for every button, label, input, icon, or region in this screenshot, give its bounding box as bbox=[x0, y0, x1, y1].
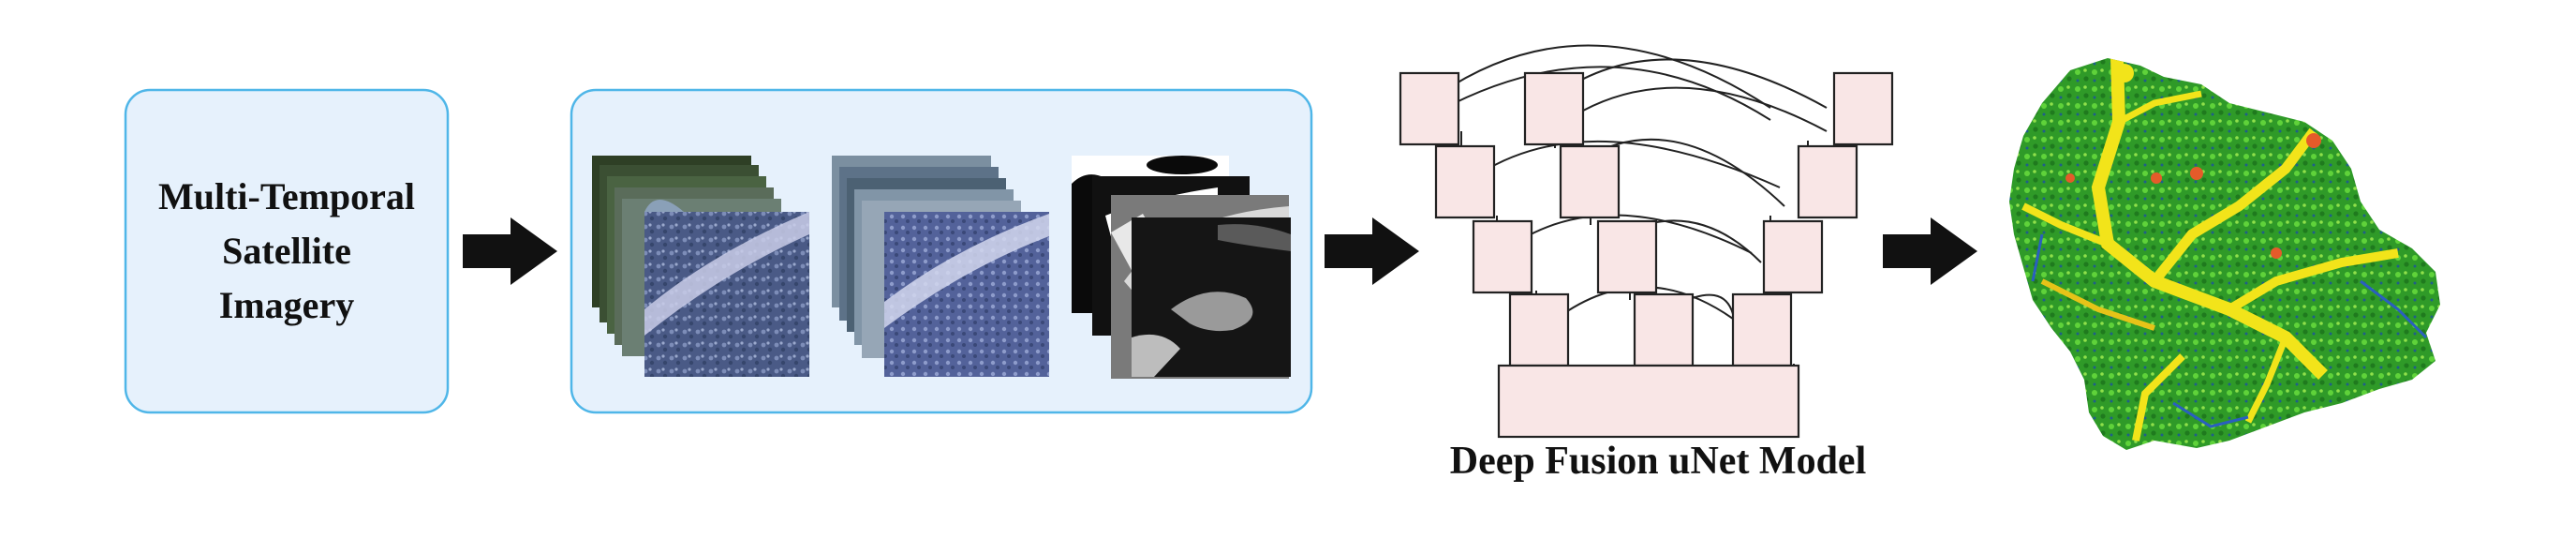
unet-blocks bbox=[1399, 71, 1894, 439]
input-box-line: Imagery bbox=[218, 284, 355, 326]
satellite-image-stack-icon bbox=[832, 156, 1049, 377]
input-box-line: Satellite bbox=[222, 230, 351, 272]
input-box bbox=[124, 88, 450, 414]
satellite-image-stack-icon bbox=[592, 156, 809, 377]
right-arrow-icon bbox=[1325, 217, 1419, 285]
right-arrow-icon bbox=[463, 217, 557, 285]
input-box-line: Multi-Temporal bbox=[157, 175, 416, 217]
classified-map-icon bbox=[2009, 58, 2440, 450]
input-box-label: Multi-Temporal Satellite Imagery bbox=[126, 90, 448, 412]
right-arrow-icon bbox=[1883, 217, 1977, 285]
model-label: Deep Fusion uNet Model bbox=[1449, 440, 1867, 483]
mask-stack-icon bbox=[1072, 156, 1291, 379]
